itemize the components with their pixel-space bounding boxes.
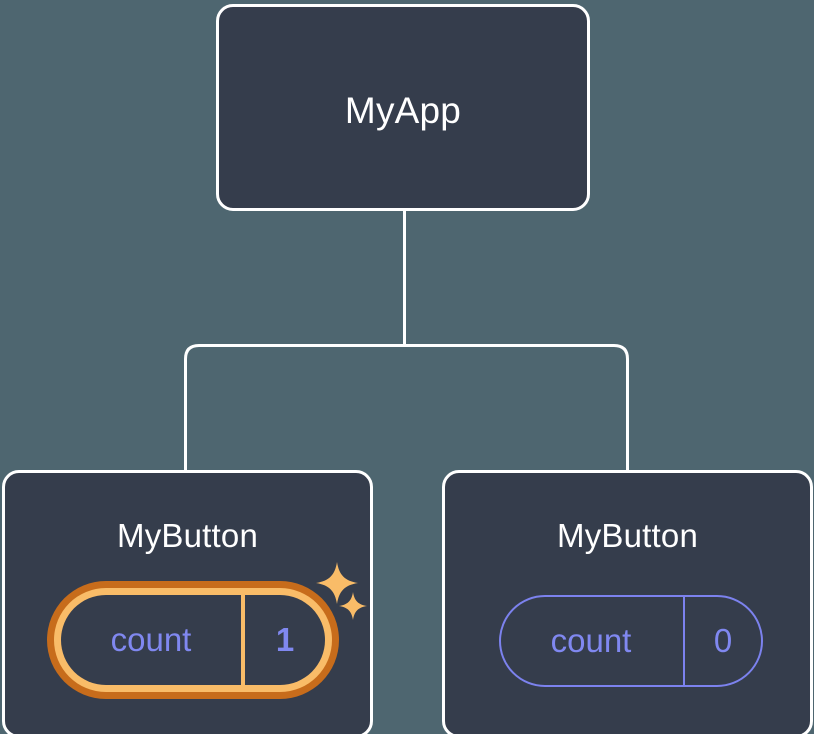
node-myapp[interactable]: MyApp [216, 4, 590, 211]
node-mybutton-right-label: MyButton [557, 517, 698, 554]
state-key-label: count [61, 595, 245, 685]
state-value-label: 0 [713, 622, 733, 659]
state-pill-core: count 1 [61, 595, 325, 685]
node-mybutton-left[interactable]: MyButton count 1 [2, 470, 373, 734]
connector-branch-bus [184, 344, 629, 470]
node-mybutton-left-label: MyButton [117, 517, 258, 554]
state-value-label: 1 [275, 621, 295, 658]
node-myapp-label: MyApp [344, 90, 462, 131]
state-pill-count-plain[interactable]: count 0 [499, 595, 763, 687]
state-pill-count-highlighted[interactable]: count 1 [47, 581, 339, 699]
state-key-label: count [501, 597, 685, 685]
state-pill-inner-ring: count 1 [54, 588, 332, 692]
node-mybutton-right[interactable]: MyButton count 0 [442, 470, 813, 734]
